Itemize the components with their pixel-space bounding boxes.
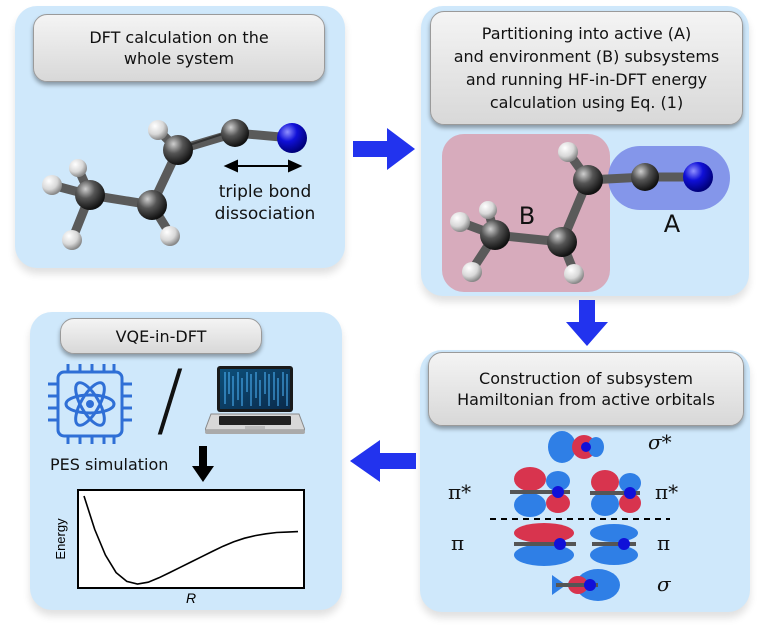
panel2-title-line4: calculation using Eq. (1) bbox=[489, 93, 684, 112]
orbital-pi-left bbox=[514, 523, 576, 566]
dissociation-double-arrow bbox=[223, 159, 303, 173]
orbital-pi-star-right bbox=[590, 470, 641, 516]
pes-chart: Energy R bbox=[53, 489, 305, 606]
chart-xlabel: R bbox=[186, 590, 196, 606]
orbital-sigma-star bbox=[548, 431, 604, 463]
panel3-title-line1: Construction of subsystem bbox=[479, 369, 693, 388]
annotation-line2: dissociation bbox=[214, 204, 316, 224]
orbital-pi-right bbox=[590, 524, 638, 565]
molecule-partitioned bbox=[442, 134, 730, 292]
laptop-icon bbox=[205, 366, 305, 434]
label-a: A bbox=[663, 210, 681, 238]
orbital-label-pi-right: π bbox=[657, 531, 671, 555]
arrow-right bbox=[353, 128, 415, 170]
arrow-down bbox=[566, 300, 608, 346]
annotation-line1: triple bond bbox=[218, 182, 312, 202]
orbital-label-pi-left: π bbox=[451, 531, 465, 555]
panel1-title: DFT calculation on the whole system bbox=[33, 14, 325, 82]
panel2-title-line3: and running HF-in-DFT energy bbox=[465, 70, 708, 89]
pes-down-arrow bbox=[192, 446, 214, 482]
pes-simulation-label: PES simulation bbox=[50, 455, 169, 474]
orbital-sigma bbox=[552, 569, 620, 601]
method-divider: / bbox=[156, 353, 184, 446]
molecule-whole-system bbox=[42, 119, 307, 250]
orbital-label-sigma: σ bbox=[657, 572, 671, 596]
panel3-title-line2: Hamiltonian from active orbitals bbox=[457, 390, 715, 409]
orbital-pi-star-left bbox=[510, 467, 570, 517]
molecular-orbitals bbox=[490, 431, 670, 601]
panel2-title-line1: Partitioning into active (A) bbox=[481, 24, 692, 43]
panel2-title: Partitioning into active (A) and environ… bbox=[430, 11, 743, 125]
triple-bond-annotation: triple bond dissociation bbox=[200, 181, 330, 225]
panel3-title: Construction of subsystem Hamiltonian fr… bbox=[428, 352, 744, 426]
panel4-title: VQE-in-DFT bbox=[60, 318, 262, 354]
panel1-title-line1: DFT calculation on the bbox=[89, 28, 269, 47]
orbital-label-pi-star-right: π* bbox=[655, 480, 679, 504]
label-b: B bbox=[518, 202, 536, 230]
panel4-title-text: VQE-in-DFT bbox=[115, 326, 207, 346]
arrow-left bbox=[350, 440, 416, 482]
orbital-label-sigma-star: σ* bbox=[648, 430, 672, 454]
chart-frame bbox=[77, 489, 305, 589]
orbital-label-pi-star-left: π* bbox=[448, 480, 472, 504]
pes-curve bbox=[83, 495, 299, 585]
panel2-title-line2: and environment (B) subsystems bbox=[453, 47, 720, 66]
panel1-title-line2: whole system bbox=[123, 49, 235, 68]
chart-ylabel: Energy bbox=[53, 518, 68, 560]
quantum-chip-icon bbox=[48, 364, 132, 444]
